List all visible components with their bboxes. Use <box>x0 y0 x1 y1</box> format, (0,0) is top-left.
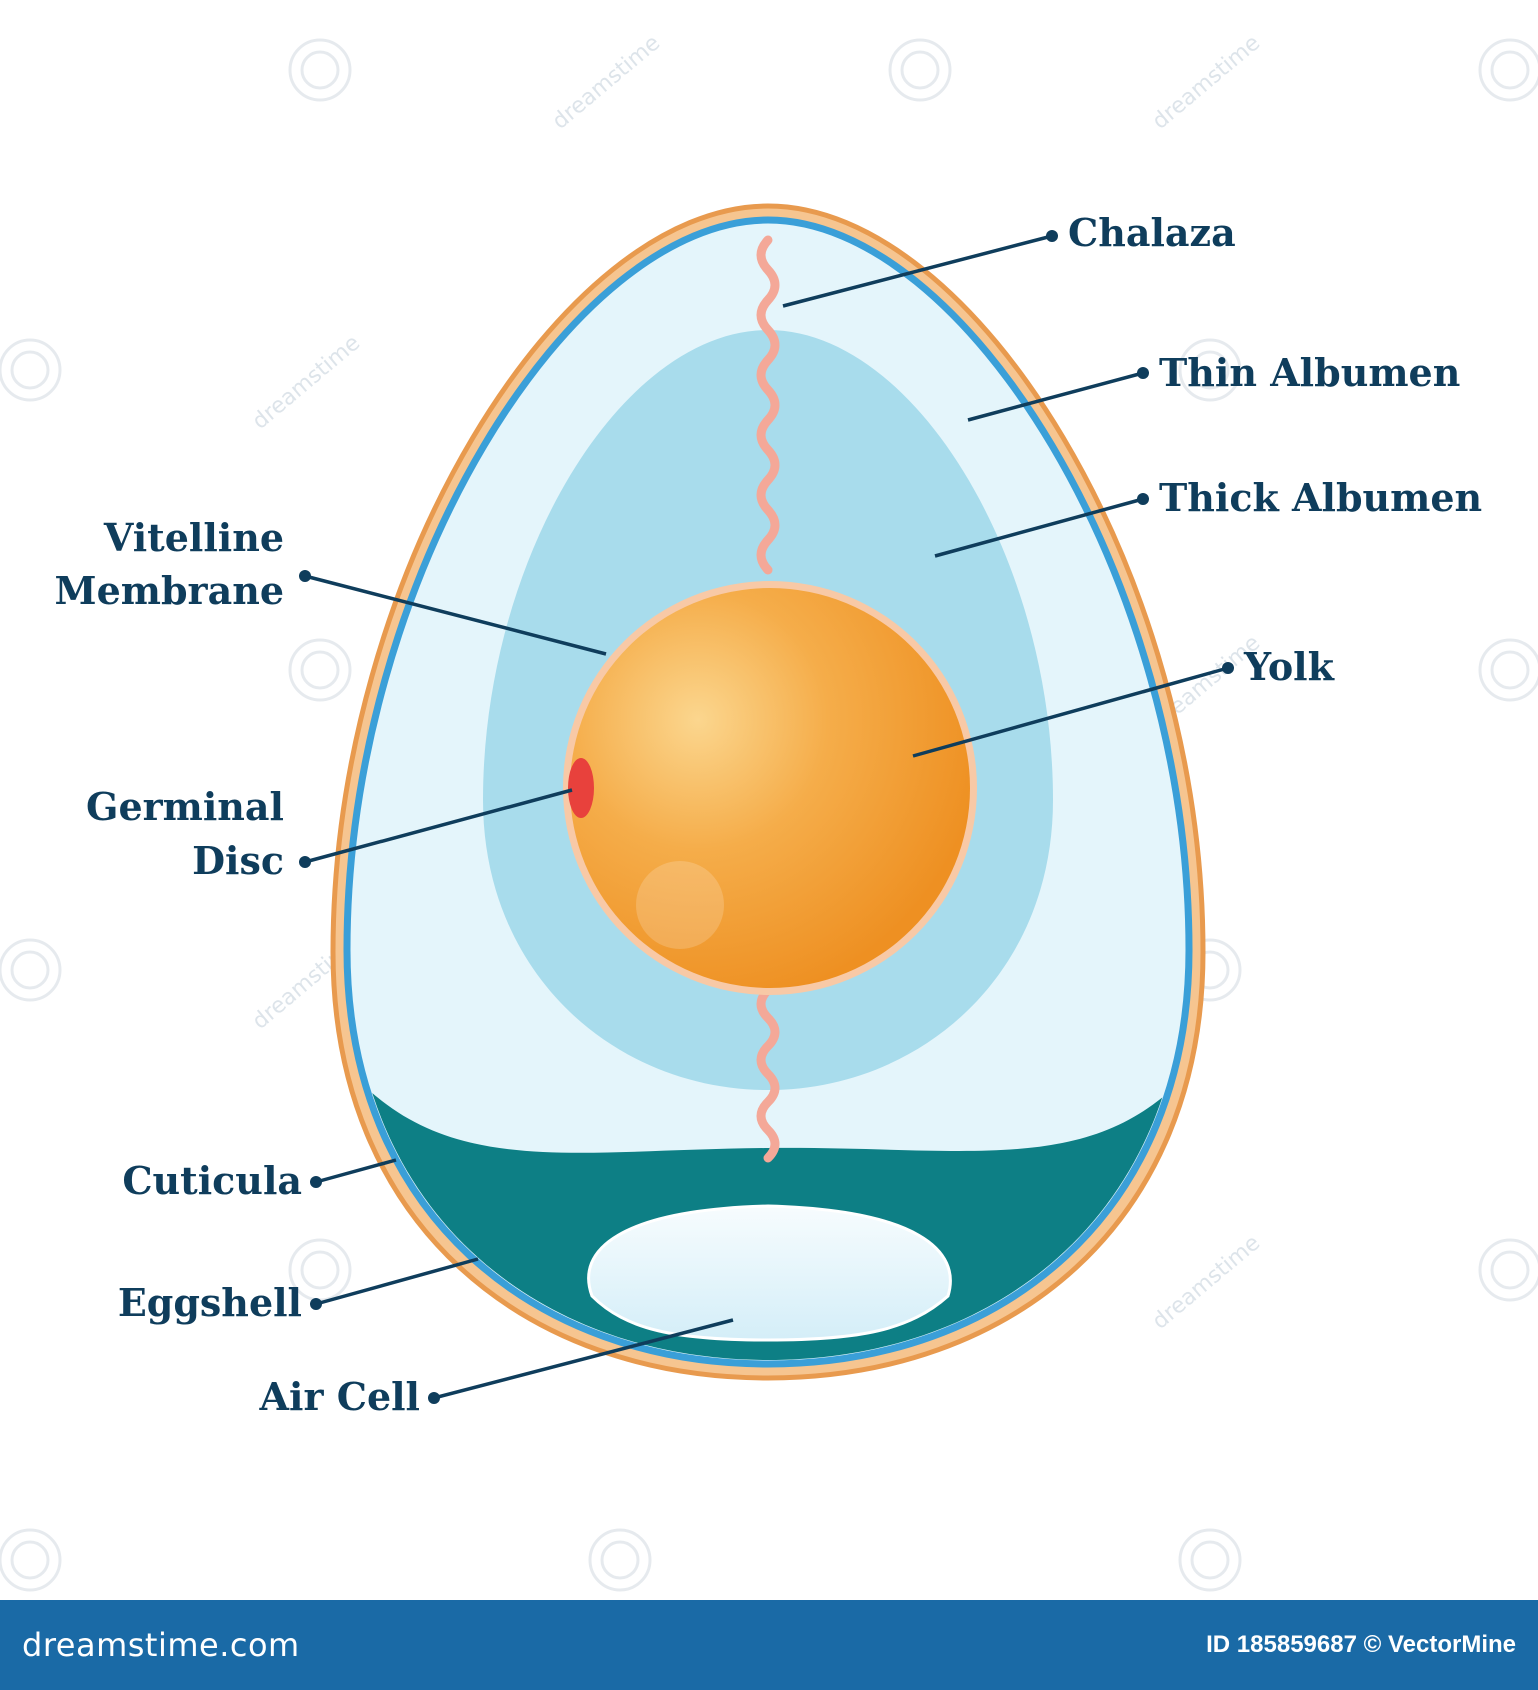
leader-dot <box>310 1176 322 1188</box>
label-germinal-disc: Germinal Disc <box>86 784 573 883</box>
leader-dot <box>1137 367 1149 379</box>
leader-dot <box>1222 662 1234 674</box>
watermark-text: dreamstime <box>1148 31 1265 135</box>
leader-line <box>967 371 1144 422</box>
leader-line <box>433 1318 734 1400</box>
label-thick-albumen: Thick Albumen <box>934 475 1482 558</box>
egg-diagram: dreamstime dreamstime dreamstime dreamst… <box>0 31 1538 1592</box>
leader-dot <box>1137 493 1149 505</box>
watermark-text: dreamstime <box>248 331 365 435</box>
label-air-cell-text: Air Cell <box>259 1374 420 1419</box>
label-air-cell: Air Cell <box>259 1318 734 1419</box>
yolk-highlight-shape <box>636 861 724 949</box>
label-vitelline-line1-text: Vitelline <box>103 515 284 560</box>
leader-dot <box>299 570 311 582</box>
germinal-disc-shape <box>568 758 594 818</box>
leader-line <box>304 788 573 864</box>
label-thin-albumen: Thin Albumen <box>967 350 1460 422</box>
footer-bar: dreamstime.com ID 185859687 © VectorMine <box>0 1600 1538 1690</box>
label-vitelline-line2-text: Membrane <box>55 568 284 613</box>
leader-dot <box>299 856 311 868</box>
leader-dot <box>1046 230 1058 242</box>
label-eggshell: Eggshell <box>118 1257 479 1325</box>
leader-dot <box>310 1298 322 1310</box>
label-germinal-line2-text: Disc <box>192 838 284 883</box>
label-eggshell-text: Eggshell <box>118 1280 302 1325</box>
label-chalaza: Chalaza <box>782 210 1236 308</box>
air-cell-shape <box>587 1204 952 1342</box>
watermark-text: dreamstime <box>548 31 665 135</box>
yolk-shape <box>570 588 970 988</box>
label-cuticula-text: Cuticula <box>122 1158 302 1203</box>
label-cuticula: Cuticula <box>122 1158 397 1203</box>
leader-line <box>912 666 1229 758</box>
leader-line <box>315 1158 397 1184</box>
egg <box>330 203 1206 1381</box>
leader-dot <box>428 1392 440 1404</box>
label-yolk-text: Yolk <box>1243 644 1335 689</box>
label-thick-albumen-text: Thick Albumen <box>1159 475 1482 520</box>
footer-credit: ID 185859687 © VectorMine <box>1206 1631 1516 1658</box>
watermark-text: dreamstime <box>1148 1231 1265 1335</box>
label-germinal-line1-text: Germinal <box>86 784 284 829</box>
label-thin-albumen-text: Thin Albumen <box>1159 350 1460 395</box>
footer-brand[interactable]: dreamstime.com <box>22 1626 300 1664</box>
leader-line <box>315 1257 479 1306</box>
label-yolk: Yolk <box>912 644 1335 758</box>
leader-line <box>304 574 607 656</box>
label-vitelline-membrane: Vitelline Membrane <box>55 515 607 656</box>
leader-line <box>782 234 1053 308</box>
chalaza-bottom-shape <box>756 985 780 1163</box>
label-chalaza-text: Chalaza <box>1068 210 1236 255</box>
labels: Chalaza Thin Albumen Thick Albumen Yolk … <box>55 210 1483 1419</box>
chalaza-top-shape <box>756 235 780 575</box>
leader-line <box>934 497 1144 558</box>
